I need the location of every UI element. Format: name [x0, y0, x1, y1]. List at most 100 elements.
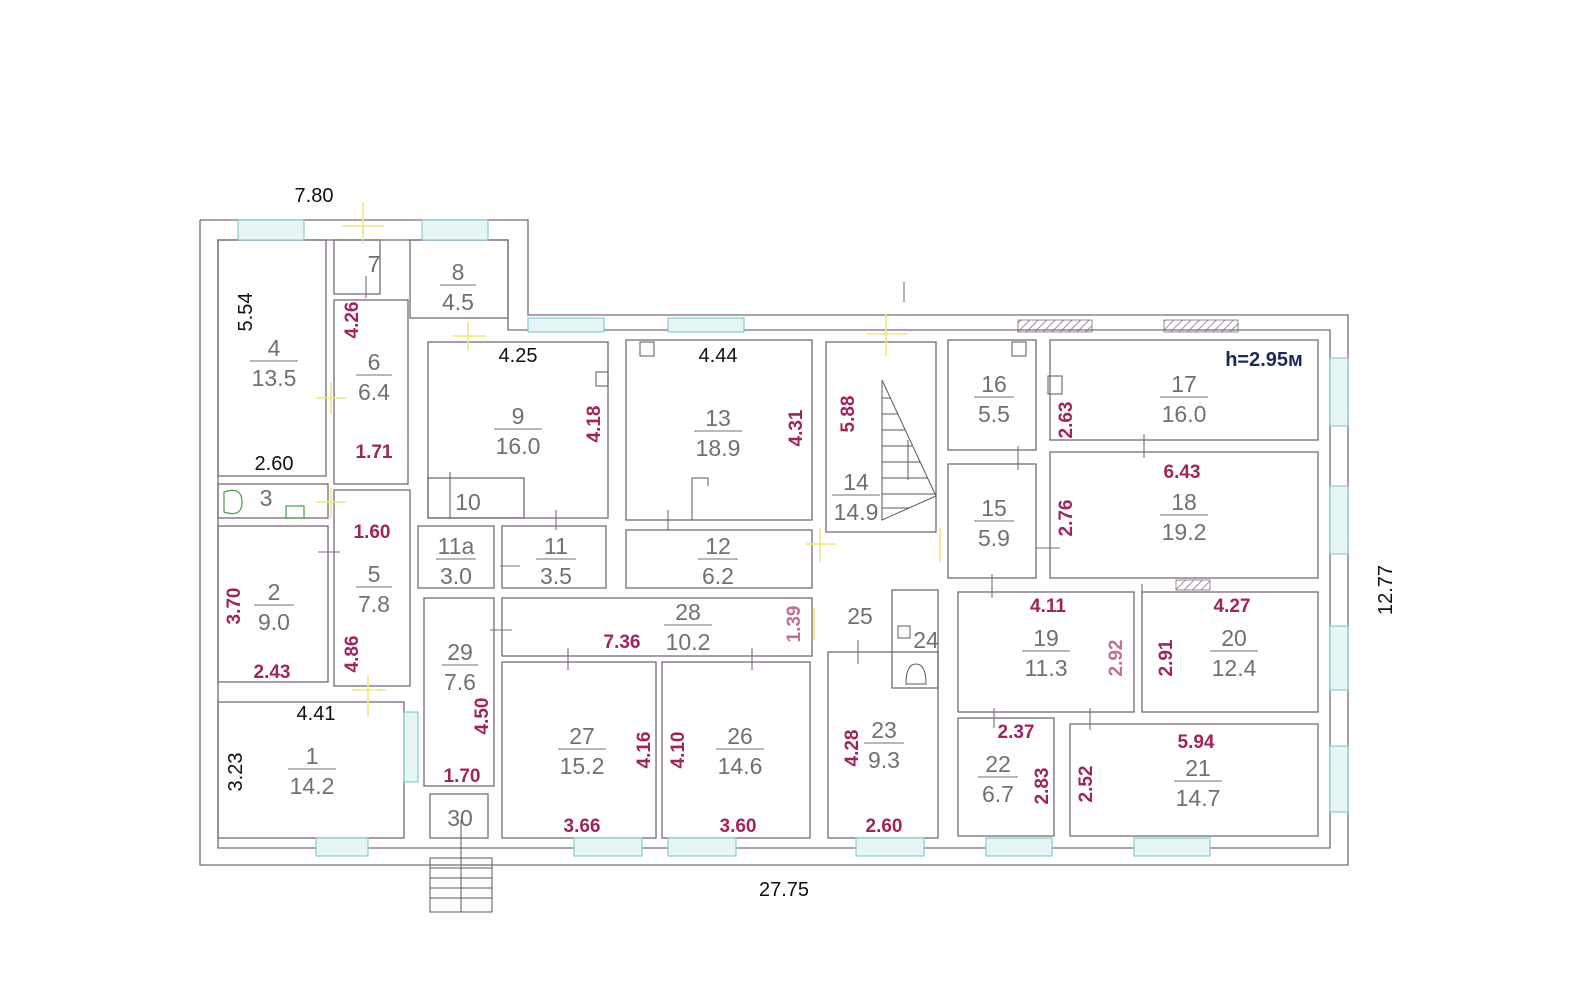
room-number: 19	[1033, 625, 1059, 651]
room-area: 6.4	[358, 379, 390, 405]
room-number: 27	[569, 723, 595, 749]
room-area: 9.3	[868, 747, 900, 773]
sink-icon	[897, 625, 911, 639]
room-label-26: 26 14.6	[716, 723, 764, 779]
door-markers	[316, 202, 941, 716]
hatched-block	[1163, 319, 1239, 333]
overall-dimensions: 7.80 27.75 12.77	[295, 185, 1397, 901]
window	[315, 837, 369, 857]
room-area: 5.9	[978, 525, 1010, 551]
dimension-label: 4.18	[584, 406, 605, 443]
dimension-label: 4.50	[472, 698, 493, 735]
room-label-4: 413.5	[250, 335, 298, 391]
dimension-label: 1.71	[356, 442, 393, 463]
partition-icon	[691, 477, 709, 520]
room-5-outline	[333, 489, 411, 687]
room-label-1: 114.2	[288, 743, 336, 799]
room-area: 19.2	[1162, 519, 1207, 545]
room-label-5: 57.8	[356, 561, 392, 617]
room-number: 28	[675, 599, 701, 625]
room-number: 10	[455, 489, 481, 515]
dimension-label: 3.70	[224, 588, 245, 625]
window	[237, 219, 305, 241]
opening-ticks	[318, 276, 1145, 730]
window	[855, 837, 925, 857]
window	[985, 837, 1053, 857]
room-label-10: 10	[455, 489, 481, 515]
dimension-label: 6.43	[1164, 462, 1201, 483]
room-number: 12	[705, 533, 731, 559]
room-number: 18	[1171, 489, 1197, 515]
room-number: 6	[368, 349, 381, 375]
dimension-label: 4.25	[499, 345, 538, 367]
dimension-label: 5.94	[1178, 732, 1215, 753]
room-number: 26	[727, 723, 753, 749]
riser-icon	[1047, 375, 1063, 395]
room-number: 1	[306, 743, 319, 769]
room-area: 18.9	[696, 435, 741, 461]
room-7-outline	[333, 239, 381, 295]
room-number: 29	[447, 639, 473, 665]
window	[1329, 625, 1349, 691]
room-label-11: 113.5	[536, 533, 576, 589]
dimension-label: 2.76	[1056, 500, 1077, 537]
room-number: 23	[871, 717, 897, 743]
hatched-block	[1175, 579, 1211, 591]
dimension-label: 2.60	[255, 453, 294, 475]
sink-icon	[285, 505, 305, 519]
room-area: 9.0	[258, 609, 290, 635]
window	[1329, 357, 1349, 427]
room-17-outline	[1049, 339, 1319, 441]
room-number: 30	[447, 805, 473, 831]
room-number: 11	[544, 533, 568, 559]
room-number: 17	[1171, 371, 1197, 397]
room-area: 13.5	[252, 365, 297, 391]
room-label-22: 226.7	[978, 751, 1018, 807]
room-area: 14.2	[290, 773, 335, 799]
room-16-outline	[947, 339, 1037, 451]
dimension-label: 2.91	[1156, 639, 1177, 676]
room-14-outline	[825, 341, 937, 533]
room-label-18: 18 19.2	[1160, 489, 1208, 545]
room-area: 14.7	[1176, 785, 1221, 811]
dimension-label: 3.66	[564, 816, 601, 837]
room-area: 16.0	[1162, 401, 1207, 427]
room-number: 14	[843, 469, 869, 495]
window	[1329, 745, 1349, 813]
dimension-label: 3.23	[225, 753, 247, 792]
hatched-block	[1017, 319, 1093, 333]
room-10-outline	[427, 477, 525, 519]
room-24-outline	[891, 589, 939, 689]
room-labels: 114.2 29.0 3 413.5 57.8 66.4 7 84.5 916.…	[250, 251, 1258, 831]
room-2-outline	[217, 525, 329, 683]
room-label-12: 126.2	[698, 533, 738, 589]
dimension-label: 3.60	[720, 816, 757, 837]
room-18-outline	[1049, 451, 1319, 579]
room-number: 4	[268, 335, 281, 361]
dimension-label: 4.86	[342, 636, 363, 673]
dimension-label: 1.70	[444, 766, 481, 787]
room-label-16: 165.5	[974, 371, 1014, 427]
room-number: 5	[368, 561, 381, 587]
room-label-3: 3	[260, 485, 273, 511]
room-19-outline	[957, 591, 1135, 713]
room-area: 14.6	[718, 753, 763, 779]
room-11-outline	[501, 525, 607, 589]
dimension-label: 4.26	[342, 302, 363, 339]
room-number: 9	[512, 403, 525, 429]
room-number: 8	[452, 259, 465, 285]
dimension-label: 5.88	[838, 396, 859, 433]
room-number: 11a	[438, 533, 475, 559]
room-number: 7	[368, 251, 381, 277]
room-area: 3.0	[440, 563, 472, 589]
window	[667, 317, 745, 333]
dimension-label: 2.60	[866, 816, 903, 837]
room-30-outline	[429, 793, 489, 839]
room-area: 14.9	[834, 499, 879, 525]
dimension-label: 2.43	[254, 662, 291, 683]
room-label-6: 66.4	[356, 349, 392, 405]
